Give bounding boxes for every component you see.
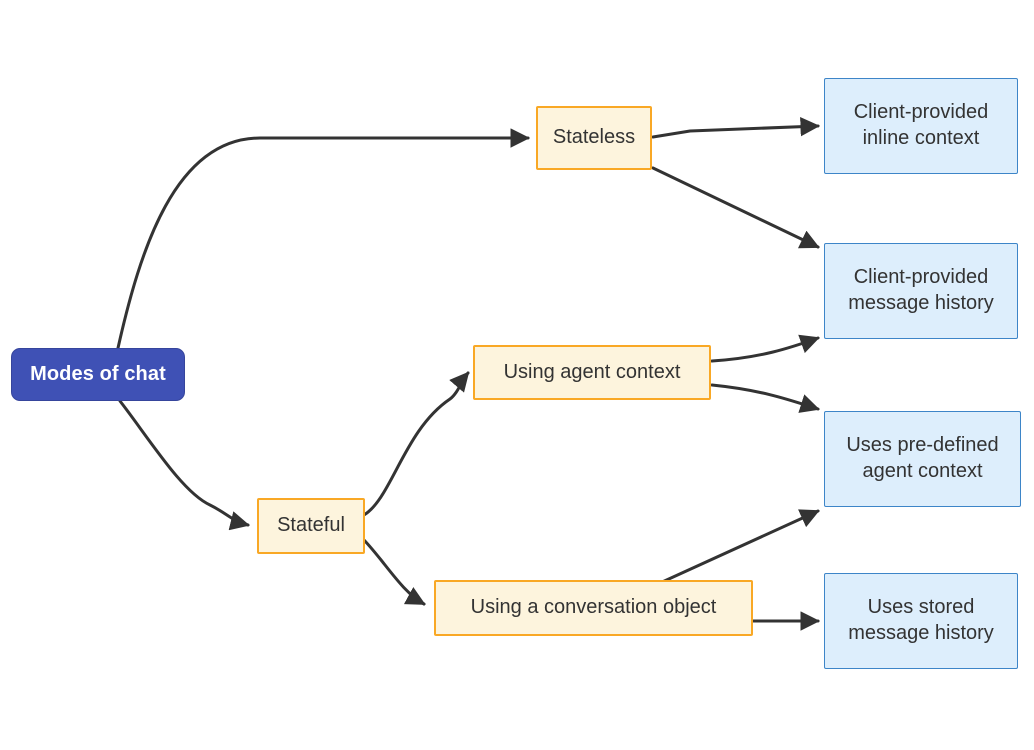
- node-label: Stateful: [277, 514, 345, 537]
- node-label: Uses stored message history: [848, 596, 994, 644]
- edge-stateless-inline: [651, 116, 820, 139]
- edge-agentctx-msghistory: [710, 334, 820, 363]
- node-modes-of-chat[interactable]: Modes of chat: [11, 348, 185, 401]
- node-uses-pre-defined-agent-context[interactable]: Uses pre-defined agent context: [824, 411, 1021, 507]
- edge-root-stateless: [116, 128, 530, 350]
- node-label: Using a conversation object: [470, 596, 717, 619]
- edge-agentctx-predefined: [710, 383, 820, 413]
- node-stateless[interactable]: Stateless: [536, 106, 652, 170]
- edge-stateful-agentctx: [362, 371, 470, 517]
- node-client-provided-inline-context[interactable]: Client-provided inline context: [824, 78, 1018, 174]
- node-using-a-conversation-object[interactable]: Using a conversation object: [434, 580, 753, 636]
- node-client-provided-message-history[interactable]: Client-provided message history: [824, 243, 1018, 339]
- node-stateful[interactable]: Stateful: [257, 498, 365, 554]
- edge-convobj-predefined: [658, 509, 820, 585]
- edge-stateless-msghistory: [651, 166, 820, 249]
- node-label: Client-provided message history: [848, 266, 994, 314]
- node-label: Modes of chat: [30, 362, 166, 385]
- edge-stateful-convobj: [362, 538, 426, 606]
- node-label: Stateless: [552, 126, 636, 149]
- edge-root-stateful: [118, 399, 250, 531]
- node-label: Client-provided inline context: [853, 101, 989, 149]
- node-label: Uses pre-defined agent context: [846, 434, 999, 482]
- node-uses-stored-message-history[interactable]: Uses stored message history: [824, 573, 1018, 669]
- node-using-agent-context[interactable]: Using agent context: [473, 345, 711, 400]
- node-label: Using agent context: [503, 360, 681, 383]
